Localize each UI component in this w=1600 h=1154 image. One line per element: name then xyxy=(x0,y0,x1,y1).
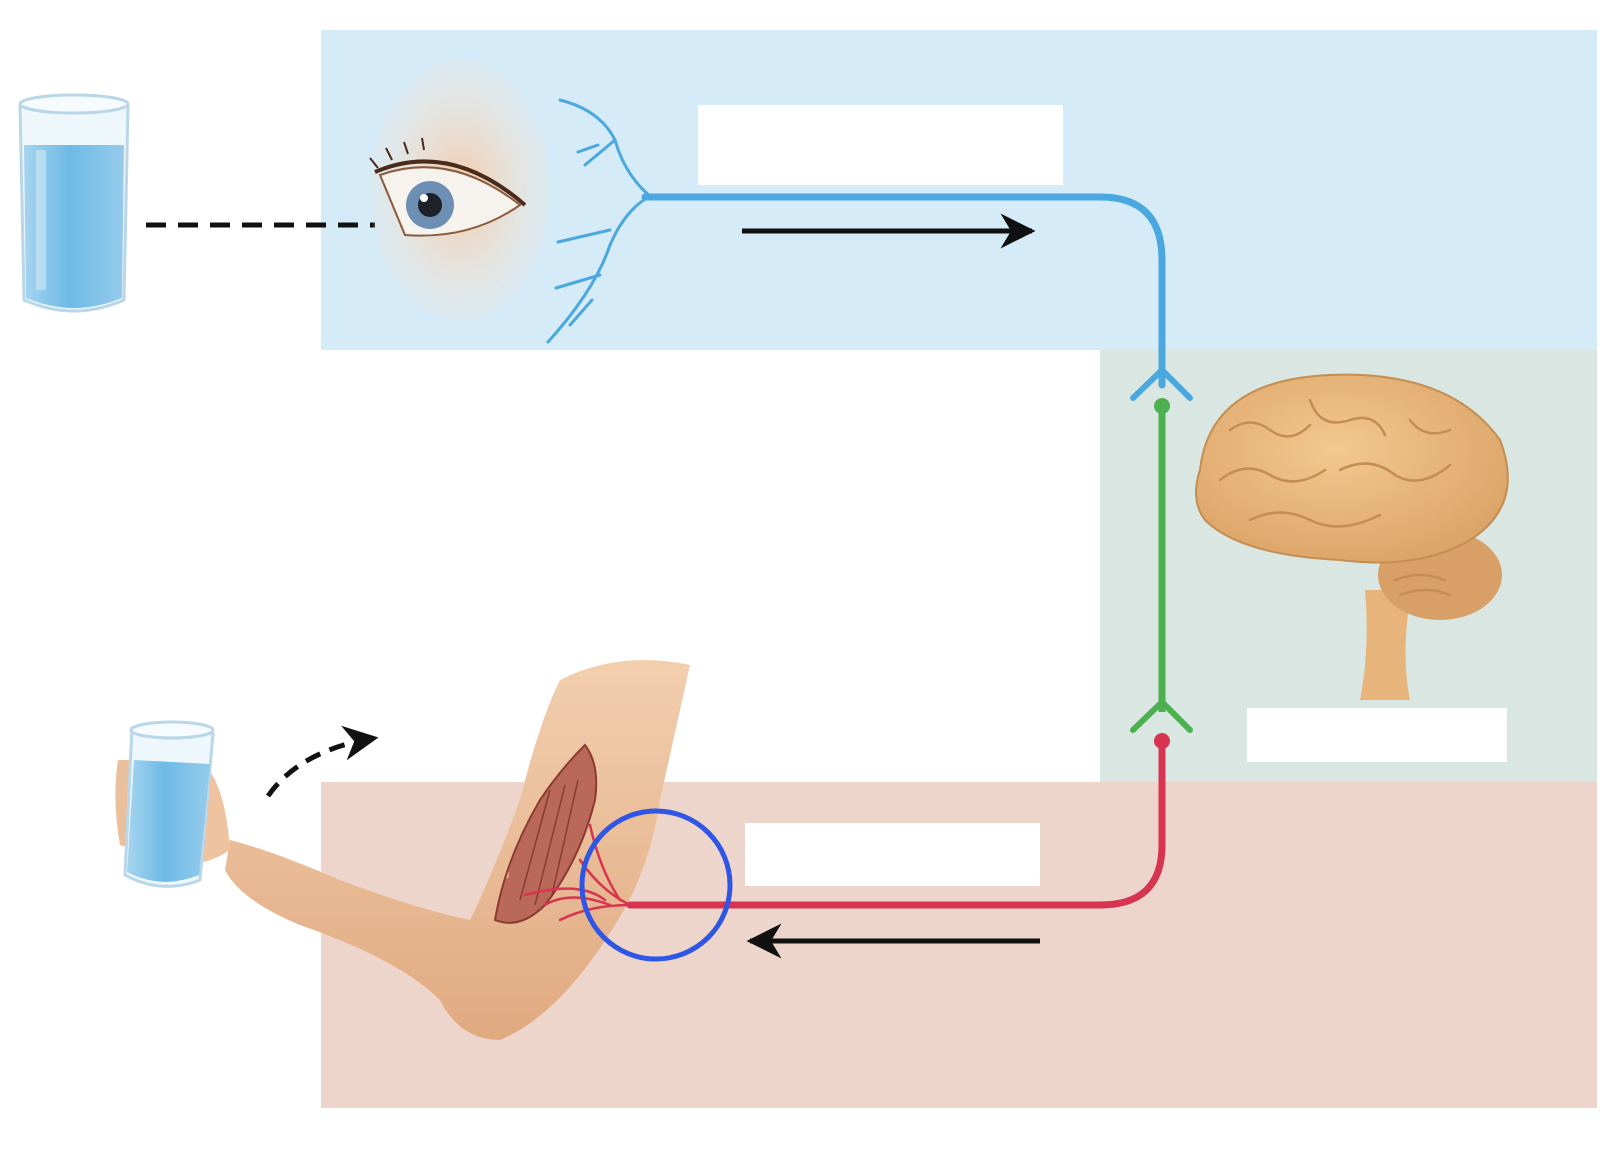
muscle-icon xyxy=(493,743,632,924)
sensory-pathway-label-box xyxy=(698,105,1063,185)
motor-neuron-axon xyxy=(626,737,1166,909)
sensory-synapse-terminal xyxy=(1130,367,1193,401)
motor-pathway-label-box xyxy=(745,823,1040,886)
integration-center-label-box xyxy=(1247,708,1507,762)
eye-icon xyxy=(369,60,550,320)
sensory-neuron-dendrites xyxy=(546,98,652,344)
neuromuscular-junction-highlight xyxy=(579,808,733,962)
held-water-glass-icon xyxy=(123,720,215,888)
brain-icon xyxy=(1195,373,1509,700)
sensory-neuron-axon xyxy=(641,193,1166,389)
movement-arrow xyxy=(265,725,379,798)
interneuron-start xyxy=(1154,398,1170,414)
interneuron-synapse-terminal xyxy=(1130,699,1193,733)
water-glass-icon xyxy=(18,93,130,313)
